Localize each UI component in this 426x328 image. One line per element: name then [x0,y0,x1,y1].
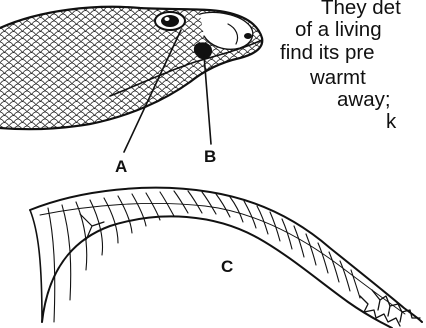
caption-line: away; [337,90,391,111]
caption-line: k [386,112,396,133]
snake-head [0,0,270,140]
caption-line: warmt [310,68,366,89]
snake-eye [155,12,185,30]
label-c: C [221,258,233,275]
label-b: B [204,148,216,165]
caption-line: find its pre [280,43,375,64]
caption-line: of a living [295,20,382,41]
label-a: A [115,158,127,175]
caption-line: They det [321,0,401,19]
tail-scales [48,191,360,322]
